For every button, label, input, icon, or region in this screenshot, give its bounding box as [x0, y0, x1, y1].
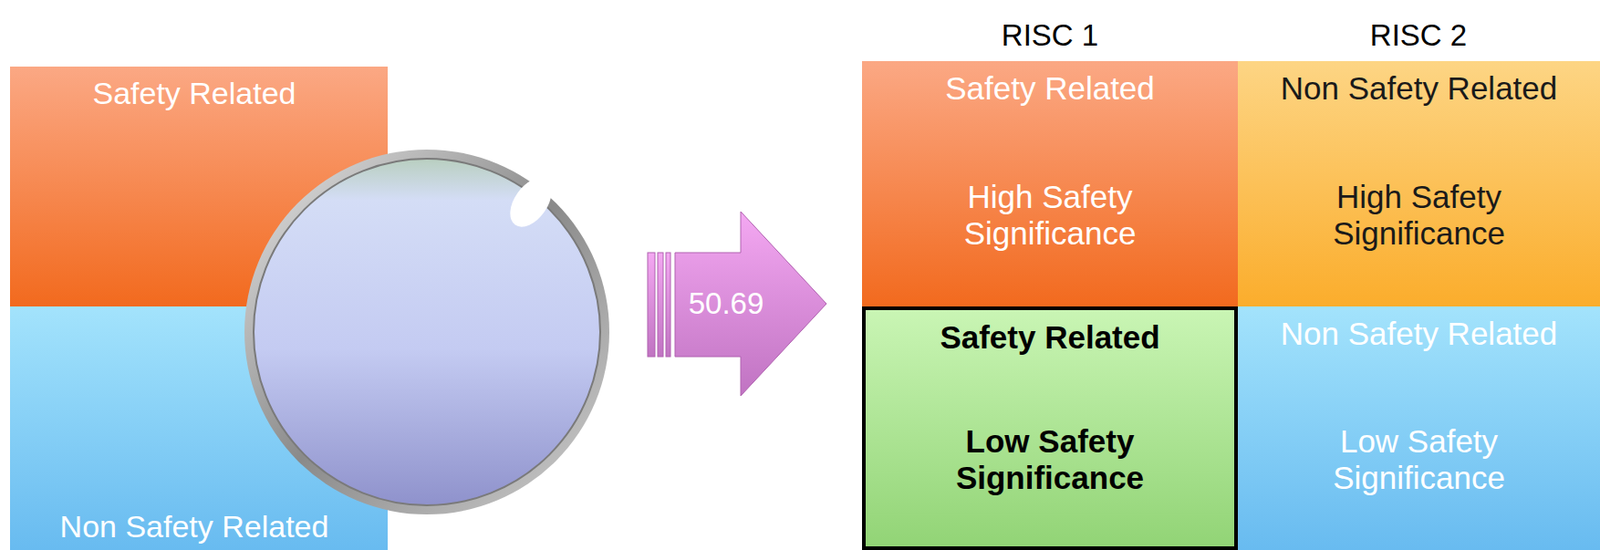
risc-cell: Non Safety RelatedHigh Safety Significan…: [1237, 61, 1600, 307]
box-title: Safety Related: [872, 319, 1227, 356]
box-title: Non Safety Related: [10, 509, 379, 545]
significance-text: High Safety Significance: [913, 178, 1187, 252]
arrow-body: [675, 211, 827, 396]
category-box: Safety Related: [10, 66, 388, 307]
column-header: RISC 2: [1370, 18, 1467, 53]
arrow-bar: [647, 252, 655, 357]
category-box: Non Safety Related: [10, 306, 388, 550]
risc-cell: Safety RelatedLow Safety Significance: [862, 306, 1238, 550]
risc-cell: Non Safety RelatedLow Safety Significanc…: [1237, 306, 1600, 550]
significance-text: High Safety Significance: [1282, 178, 1557, 252]
lens-highlight: [501, 170, 561, 235]
box-title: Non Safety Related: [1245, 70, 1593, 107]
column-header: RISC 1: [1001, 18, 1099, 53]
box-title: 50.69: [680, 286, 772, 322]
lens-glass: [253, 158, 601, 506]
risc-cell: Safety RelatedHigh Safety Significance: [862, 61, 1238, 307]
box-title: Safety Related: [869, 70, 1231, 107]
box-title: Non Safety Related: [1245, 315, 1593, 353]
box-title: Safety Related: [10, 75, 379, 112]
significance-text: Low Safety Significance: [913, 423, 1187, 497]
significance-text: Low Safety Significance: [1282, 423, 1557, 497]
lens-rim: [244, 149, 610, 515]
arrow-shape: 50.69: [645, 209, 829, 398]
arrow-bar: [657, 252, 664, 357]
arrow-bar: [665, 252, 671, 357]
